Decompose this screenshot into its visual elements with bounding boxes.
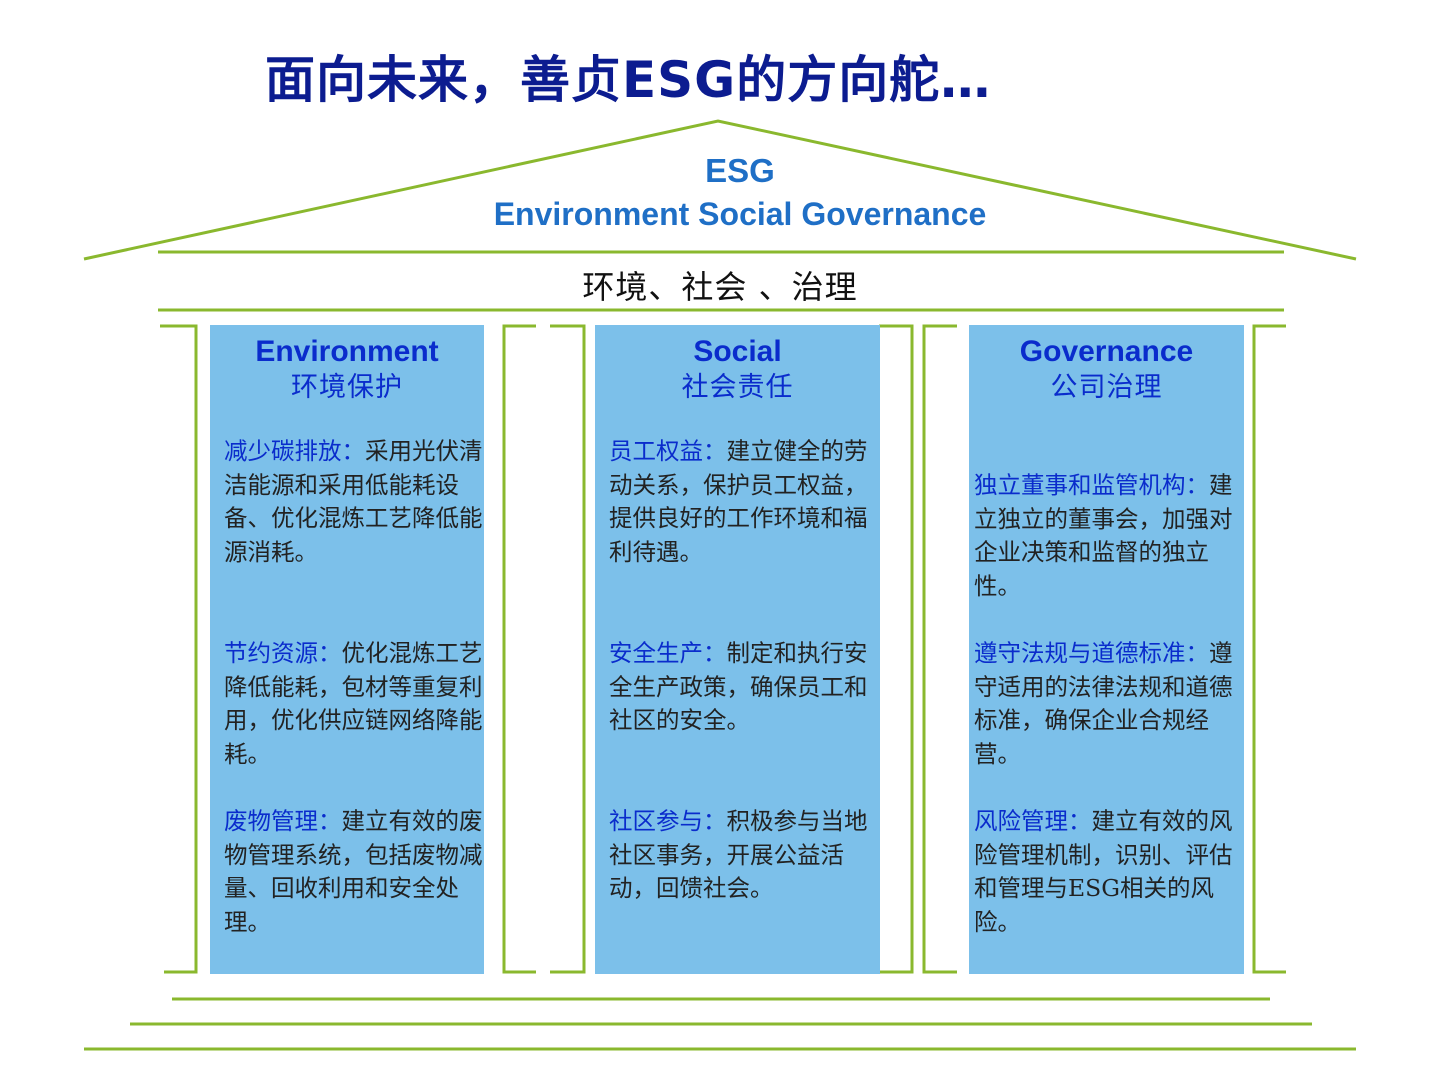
bracket-3 [550,324,586,974]
pillar-heading-en: Social [693,335,782,368]
pillar-item: 独立董事和监管机构：建立独立的董事会，加强对企业决策和监督的独立性。 [974,471,1233,600]
item-text: 遵守适用的法律法规和道德标准，确保企业合规经营。 [974,639,1233,768]
pillar-governance: Governance 公司治理 独立董事和监管机构：建立独立的董事会，加强对企业… [969,325,1244,974]
item-text: 制定和执行安全生产政策，确保员工和社区的安全。 [609,639,868,735]
item-label: 独立董事和监管机构 [974,471,1186,499]
pillar-social: Social 社会责任 员工权益：建立健全的劳动关系，保护员工权益，提供良好的工… [595,325,880,974]
pillar-item: 减少碳排放：采用光伏清洁能源和采用低能耗设备、优化混炼工艺降低能源消耗。 [224,437,483,566]
bracket-6 [1252,324,1286,974]
pillar-item: 社区参与：积极参与当地社区事务，开展公益活动，回馈社会。 [609,807,868,903]
item-label: 社区参与 [609,807,703,835]
pillar-heading-zh: 环境保护 [291,372,403,403]
item-label: 节约资源 [224,639,318,667]
pillar-item: 员工权益：建立健全的劳动关系，保护员工权益，提供良好的工作环境和福利待遇。 [609,437,868,566]
roof-outline [83,119,1357,261]
pillar-item: 安全生产：制定和执行安全生产政策，确保员工和社区的安全。 [609,639,868,735]
bracket-5 [922,324,957,974]
item-text: 建立有效的废物管理系统，包括废物减量、回收利用和安全处理。 [224,807,483,936]
item-label: 安全生产 [609,639,703,667]
pillar-item: 废物管理：建立有效的废物管理系统，包括废物减量、回收利用和安全处理。 [224,807,483,936]
bracket-2 [502,324,536,974]
pillar-heading-en: Governance [1019,335,1194,368]
roof-acronym: ESG [705,152,775,189]
item-label: 减少碳排放 [224,437,342,465]
item-text: 积极参与当地社区事务，开展公益活动，回馈社会。 [609,807,868,903]
item-text: 建立健全的劳动关系，保护员工权益，提供良好的工作环境和福利待遇。 [609,437,868,566]
beam-label: 环境、社会 、治理 [582,268,858,306]
item-label: 风险管理 [974,807,1068,835]
item-label: 员工权益 [609,437,703,465]
pillar-heading-zh: 社会责任 [681,372,794,403]
item-label: 遵守法规与道德标准 [974,639,1186,667]
roof-full-name: Environment Social Governance [493,196,987,232]
pillar-item: 遵守法规与道德标准：遵守适用的法律法规和道德标准，确保企业合规经营。 [974,639,1233,768]
bracket-4 [879,324,914,974]
pillar-heading-en: Environment [255,335,439,368]
pillar-item: 节约资源：优化混炼工艺降低能耗，包材等重复利用，优化供应链网络降能耗。 [224,639,483,768]
bracket-1 [160,324,198,974]
item-text: 优化混炼工艺降低能耗，包材等重复利用，优化供应链网络降能耗。 [224,639,483,768]
item-text: 采用光伏清洁能源和采用低能耗设备、优化混炼工艺降低能源消耗。 [224,437,483,566]
item-text: 建立独立的董事会，加强对企业决策和监督的独立性。 [974,471,1233,600]
pillar-environment: Environment 环境保护 减少碳排放：采用光伏清洁能源和采用低能耗设备、… [210,325,484,974]
item-text: 建立有效的风险管理机制，识别、评估和管理与ESG相关的风险。 [974,807,1233,936]
item-label: 废物管理 [224,807,318,835]
pillar-item: 风险管理：建立有效的风险管理机制，识别、评估和管理与ESG相关的风险。 [974,807,1233,936]
pillar-heading: Social 社会责任 [595,335,880,407]
page-title: 面向未来，善贞ESG的方向舵… [265,51,992,109]
pillar-heading: Governance 公司治理 [969,335,1244,407]
pillar-heading-zh: 公司治理 [1050,372,1163,403]
pillar-heading: Environment 环境保护 [210,335,484,407]
